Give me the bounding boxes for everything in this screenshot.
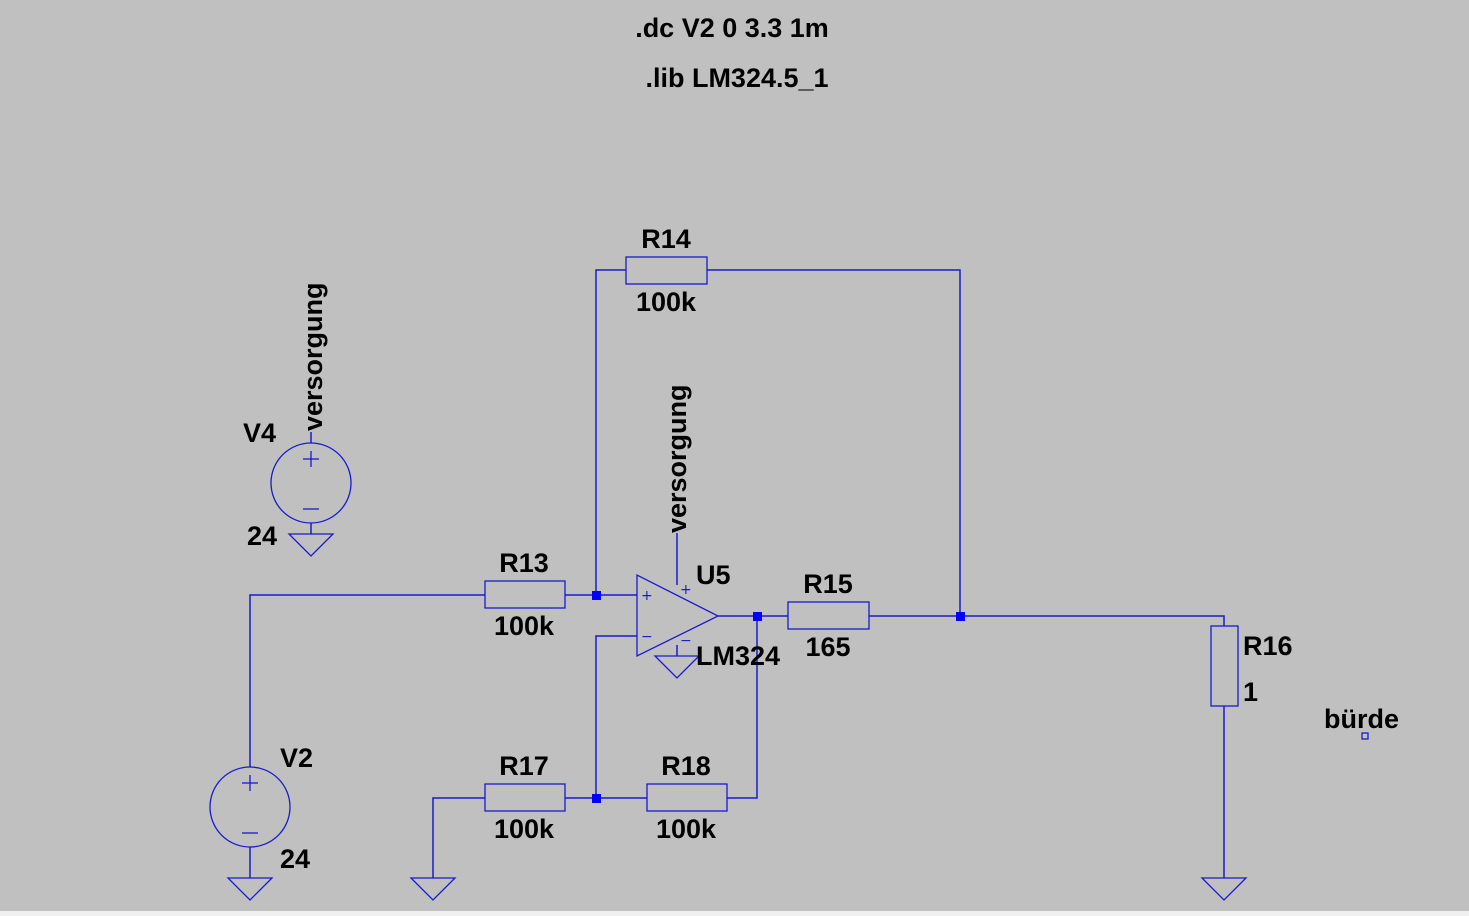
label-r16-value: 1 [1243, 677, 1258, 707]
bottom-scroll-strip [0, 911, 1469, 916]
label-r17-name: R17 [499, 751, 549, 781]
wire-inv-input[interactable] [595, 635, 637, 798]
resistor-r13[interactable] [484, 580, 566, 609]
label-r16-name: R16 [1243, 631, 1293, 661]
label-v2-value: 24 [280, 844, 310, 874]
resistor-r18[interactable] [646, 783, 728, 812]
junction-r15-out [956, 612, 965, 621]
wire-r14-right[interactable] [707, 269, 961, 616]
wire-r15-r16[interactable] [869, 615, 1225, 626]
ground-r16 [1200, 877, 1248, 901]
ground-u5 [653, 655, 701, 679]
wire-v2-r13[interactable] [249, 594, 485, 767]
wire-r17-gnd[interactable] [432, 797, 485, 878]
label-r14-value: 100k [636, 287, 697, 317]
label-v4-value: 24 [247, 521, 277, 551]
label-r15-value: 165 [805, 632, 850, 662]
resistor-r17[interactable] [484, 783, 566, 812]
label-v4-name: V4 [243, 418, 276, 448]
label-r18-name: R18 [661, 751, 711, 781]
opamp-plus-input-sign: + [641, 588, 653, 604]
dc-directive[interactable]: .dc V2 0 3.3 1m [635, 13, 829, 43]
resistor-r16[interactable] [1210, 625, 1239, 707]
wires [249, 269, 1225, 878]
ground-v4 [287, 533, 335, 557]
resistor-r14[interactable] [625, 256, 708, 285]
label-r13-value: 100k [494, 611, 555, 641]
net-label-versorgung-v4[interactable]: versorgung [298, 282, 328, 431]
label-u5-value: LM324 [696, 641, 780, 671]
ground-v2 [226, 877, 274, 901]
net-flag-buerde[interactable] [1361, 732, 1369, 740]
opamp-vminus-sign: − [680, 633, 692, 649]
opamp-vplus-sign: + [680, 582, 692, 598]
opamp-minus-input-sign: − [641, 629, 653, 645]
wire-r18-out[interactable] [727, 616, 758, 799]
resistor-r15[interactable] [787, 601, 870, 630]
voltage-source-v4[interactable] [270, 442, 352, 524]
voltage-source-v2[interactable] [209, 766, 291, 848]
junction-noninv [592, 591, 601, 600]
junction-opamp-out [753, 612, 762, 621]
label-r13-name: R13 [499, 548, 549, 578]
wire-r14-left[interactable] [595, 269, 626, 595]
opamp-u5[interactable] [636, 573, 720, 658]
label-r17-value: 100k [494, 814, 555, 844]
junction-r17-r18 [592, 794, 601, 803]
net-label-versorgung-u5[interactable]: versorgung [662, 384, 692, 533]
lib-directive[interactable]: .lib LM324.5_1 [645, 63, 828, 93]
label-r15-name: R15 [803, 569, 853, 599]
label-v2-name: V2 [280, 743, 313, 773]
label-u5-name: U5 [696, 560, 731, 590]
label-r18-value: 100k [656, 814, 717, 844]
ground-r17 [409, 877, 457, 901]
label-r14-name: R14 [641, 224, 691, 254]
label-buerde: bürde [1324, 704, 1399, 734]
